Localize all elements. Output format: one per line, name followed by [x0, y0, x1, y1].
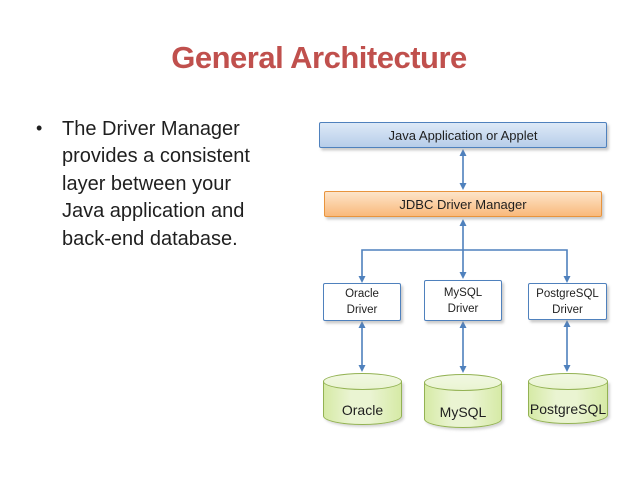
cylinder-top-ellipse [528, 373, 608, 390]
node-java-application: Java Application or Applet [319, 122, 607, 148]
cylinder-top-ellipse [323, 373, 402, 390]
database-label-mysql: MySQL [439, 403, 487, 420]
mysql-driver-label-line2: Driver [447, 302, 479, 315]
node-oracle-driver: Oracle Driver [323, 283, 401, 321]
node-postgresql-driver: PostgreSQL Driver [528, 283, 607, 320]
database-cylinder-oracle: Oracle [323, 373, 402, 425]
bullet-marker: • [36, 118, 43, 138]
oracle-driver-label-line1: Oracle [345, 288, 379, 300]
branch-line [361, 249, 568, 280]
node-jdbc-driver-manager: JDBC Driver Manager [324, 191, 602, 217]
database-cylinder-mysql: MySQL [424, 374, 502, 428]
database-label-oracle: Oracle [341, 401, 384, 418]
oracle-driver-label-line2: Driver [346, 304, 378, 316]
database-cylinder-postgresql: PostgreSQL [528, 373, 608, 424]
slide-title: General Architecture [171, 40, 467, 75]
node-jdbc-driver-manager-label: JDBC Driver Manager [399, 196, 527, 212]
bullet-list: • The Driver Manager provides a consiste… [36, 116, 296, 253]
cylinder-top-ellipse [424, 374, 502, 391]
node-mysql-driver: MySQL Driver [424, 280, 502, 321]
bullet-text: The Driver Manager provides a consistent… [62, 118, 250, 250]
postgresql-driver-label-line1: PostgreSQL [536, 287, 599, 300]
node-java-application-label: Java Application or Applet [388, 127, 538, 143]
postgresql-driver-label-line2: Driver [552, 303, 583, 316]
database-label-postgresql: PostgreSQL [529, 401, 607, 417]
mysql-driver-label-line1: MySQL [443, 286, 483, 299]
